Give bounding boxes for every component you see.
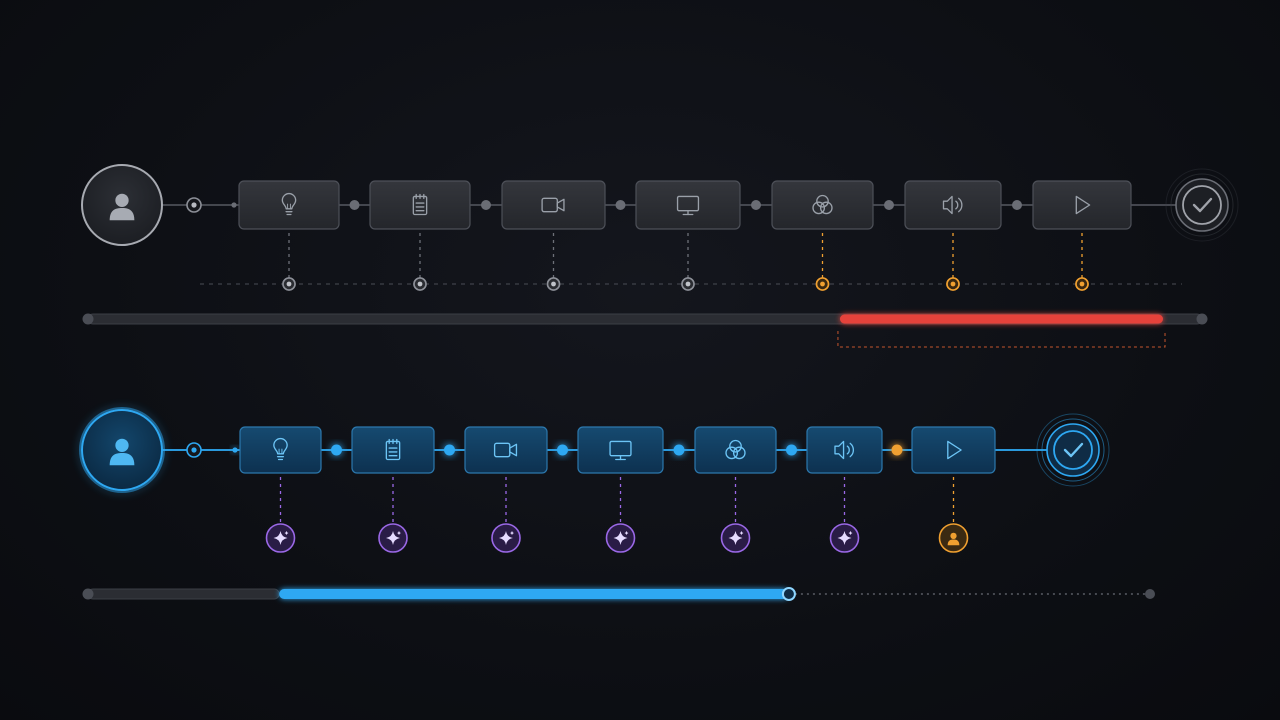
sparkle-icon — [273, 531, 289, 545]
notepad-icon — [412, 193, 428, 216]
status-marker-top-dot — [950, 281, 956, 287]
play-icon — [1075, 195, 1091, 215]
connector-dot — [444, 444, 455, 456]
timeline-start-cap — [82, 588, 94, 600]
step-node-3 — [501, 180, 606, 230]
step-node-2 — [369, 180, 471, 230]
status-marker-top-dot — [685, 281, 691, 287]
connector-dot — [557, 444, 568, 456]
connector-dot — [673, 444, 685, 456]
overlapping-circles-icon — [725, 439, 746, 460]
entry-port-dot — [191, 447, 197, 453]
user-icon — [109, 438, 135, 466]
video-camera-icon — [541, 197, 565, 213]
speaker-icon — [834, 440, 854, 460]
end-badge — [1165, 168, 1239, 242]
monitor-icon — [609, 440, 632, 461]
lightbulb-icon — [273, 437, 288, 461]
connector-dot — [349, 200, 360, 210]
step-node-5 — [771, 180, 874, 230]
connector-dot — [231, 202, 237, 208]
notepad-icon — [385, 438, 401, 461]
video-camera-icon — [493, 442, 518, 458]
timeline-before — [82, 313, 1208, 348]
timeline-handle — [781, 587, 796, 601]
play-icon — [947, 440, 962, 460]
step-node-3 — [464, 426, 548, 474]
connector-dot — [331, 444, 342, 456]
status-marker-top-dot — [1079, 281, 1085, 287]
timeline-track — [87, 588, 280, 600]
step-node-1 — [238, 180, 340, 230]
connector-dot — [884, 200, 894, 210]
step-node-2 — [351, 426, 435, 474]
check-icon — [1063, 442, 1084, 458]
speaker-icon — [942, 195, 963, 215]
status-marker-top-dot — [286, 281, 292, 287]
timeline-bracket — [837, 331, 1166, 348]
connector-dot — [751, 200, 761, 210]
connector-dot — [1012, 200, 1022, 210]
step-node-7 — [911, 426, 996, 474]
sparkle-icon — [613, 531, 629, 545]
timeline-end-cap — [1196, 313, 1208, 325]
status-marker-top-dot — [551, 281, 556, 287]
status-marker-top-dot — [417, 281, 423, 287]
sparkle-icon — [386, 531, 401, 545]
workflow-after — [79, 407, 1155, 601]
workflow-before — [81, 164, 1239, 348]
check-icon — [1192, 197, 1213, 213]
timeline-highlight-blue — [279, 589, 789, 599]
lightbulb-icon — [281, 192, 297, 216]
timeline-end-cap — [1145, 589, 1155, 599]
timeline-after — [82, 587, 1155, 601]
sparkle-icon — [837, 531, 853, 545]
start-avatar — [79, 407, 165, 493]
step-node-7 — [1032, 180, 1132, 230]
timeline-highlight-red — [839, 314, 1164, 324]
end-badge — [1036, 413, 1110, 487]
entry-port-dot — [191, 202, 197, 208]
monitor-icon — [676, 195, 700, 216]
step-node-4 — [635, 180, 741, 230]
step-node-4 — [577, 426, 664, 474]
sparkle-icon — [499, 531, 514, 545]
connector-dot — [891, 444, 903, 456]
step-node-5 — [694, 426, 777, 474]
person-icon — [947, 532, 960, 546]
connector-dot — [481, 200, 491, 210]
start-avatar — [81, 164, 163, 246]
step-node-1 — [239, 426, 322, 474]
connector-dot — [615, 200, 626, 210]
connector-dot — [232, 447, 238, 453]
step-node-6 — [904, 180, 1002, 230]
overlapping-circles-icon — [812, 194, 833, 215]
timeline-start-cap — [82, 313, 94, 325]
connector-dot — [786, 444, 797, 456]
step-node-6 — [806, 426, 883, 474]
user-icon — [109, 193, 135, 221]
status-marker-top-dot — [820, 281, 825, 287]
sparkle-icon — [728, 531, 744, 545]
